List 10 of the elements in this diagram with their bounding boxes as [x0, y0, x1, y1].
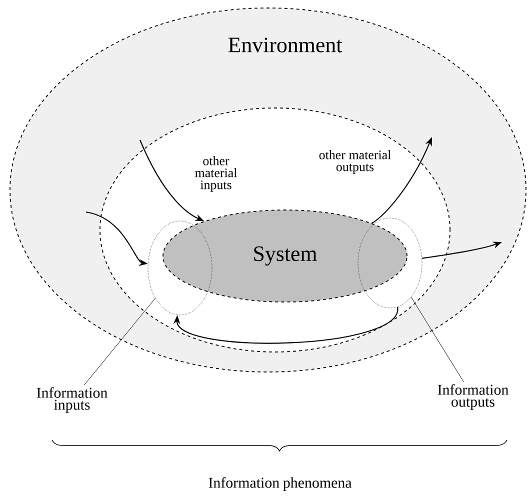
brace-label: Information phenomena — [208, 477, 352, 491]
arrow — [173, 306, 398, 344]
dotted-ellipse — [358, 218, 422, 308]
flow-label: other material outputs — [319, 150, 391, 174]
leader-line — [410, 296, 464, 382]
information-label: Information inputs — [36, 387, 108, 413]
information-label: Information outputs — [438, 384, 508, 410]
leader-line — [84, 298, 156, 386]
flow-label: other material inputs — [195, 156, 237, 192]
dotted-ellipse — [148, 220, 212, 316]
